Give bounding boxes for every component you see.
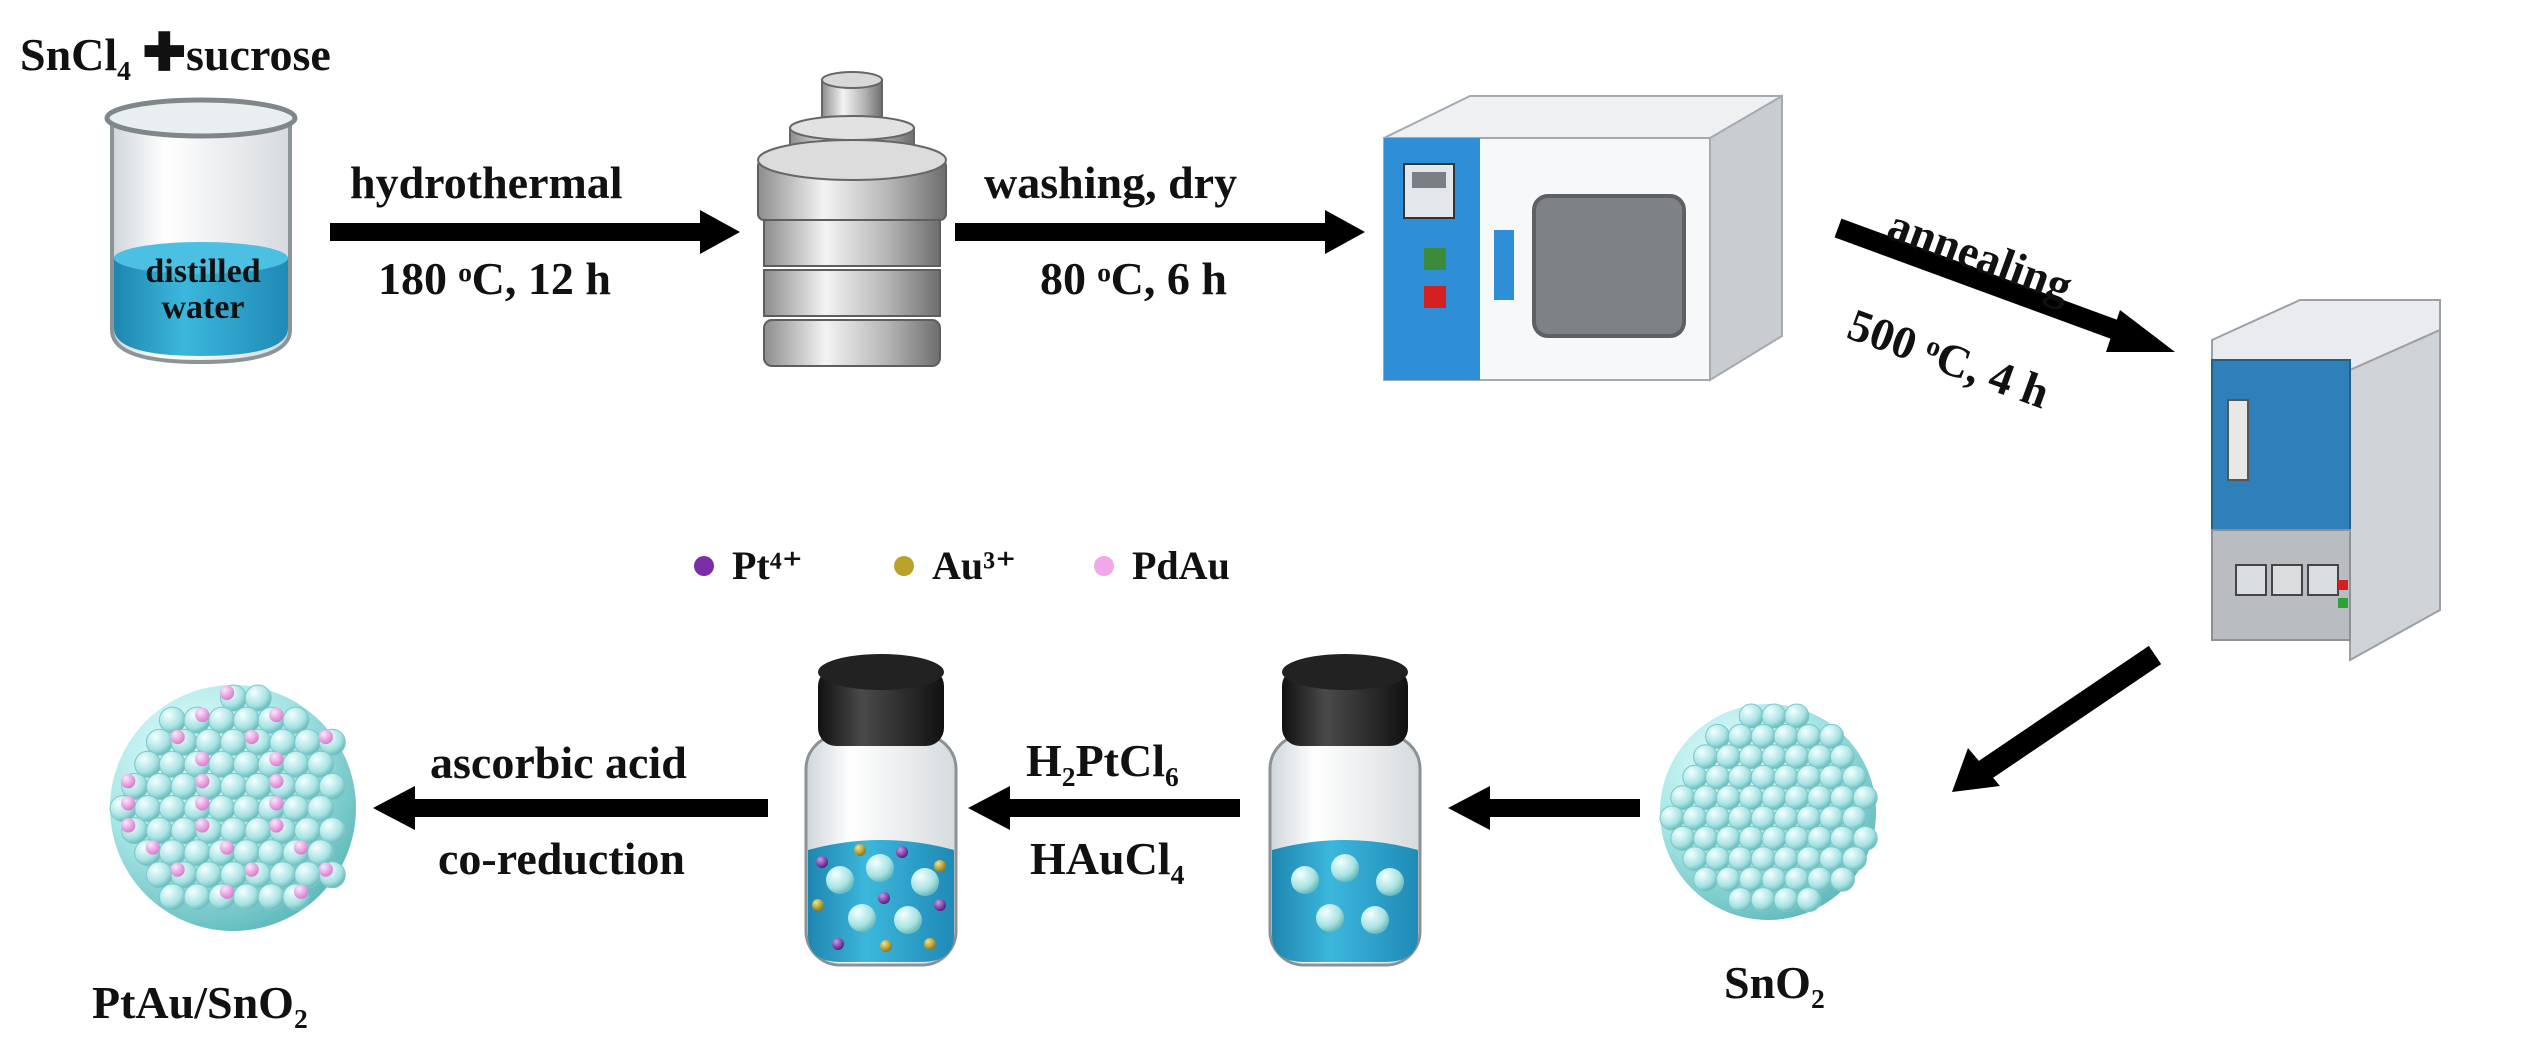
sno2-sphere-icon	[1659, 703, 1878, 920]
reactants-label: SnCl4 ✚sucrose	[20, 25, 331, 87]
arrow-annealing	[1834, 218, 2175, 352]
co-reduction-top-label: ascorbic acid	[430, 737, 687, 788]
arrow-co-reduction	[373, 786, 768, 830]
muffle-furnace-icon	[2211, 299, 2441, 662]
product-label: PtAu/SnO2	[92, 977, 308, 1035]
vial-ions-icon	[804, 654, 958, 967]
au-dot-icon	[894, 555, 914, 576]
beaker-label: distilled water	[145, 253, 261, 326]
arrow-washing	[955, 210, 1365, 254]
step1-bottom-label: 180 ᵒC, 12 h	[378, 253, 611, 304]
step1-top-label: hydrothermal	[350, 157, 623, 208]
reagent-2-label: HAuCl4	[1030, 833, 1185, 891]
legend-item-pt: Pt⁴⁺	[694, 542, 803, 589]
beaker-icon	[104, 97, 298, 365]
autoclave-icon	[757, 71, 947, 367]
step2-bottom-label: 80 ᵒC, 6 h	[1040, 253, 1227, 304]
pt-dot-icon	[694, 555, 714, 576]
arrow-sno2-to-vial	[1448, 786, 1640, 830]
arrow-furnace-to-sno2	[1952, 645, 2162, 792]
ptau-sno2-sphere-icon	[109, 684, 356, 931]
pdau-dot-icon	[1094, 555, 1114, 576]
drying-oven-icon	[1383, 94, 1783, 382]
arrow-reagents	[968, 786, 1240, 830]
sno2-label: SnO2	[1724, 957, 1825, 1015]
legend-item-au: Au³⁺	[894, 542, 1016, 589]
co-reduction-bottom-label: co-reduction	[438, 833, 686, 884]
legend-item-pdau: PdAu	[1094, 542, 1230, 589]
arrow-hydrothermal	[330, 210, 740, 254]
reagent-1-label: H2PtCl6	[1026, 735, 1179, 793]
vial-sno2-icon	[1268, 654, 1422, 967]
step2-top-label: washing, dry	[984, 157, 1238, 208]
